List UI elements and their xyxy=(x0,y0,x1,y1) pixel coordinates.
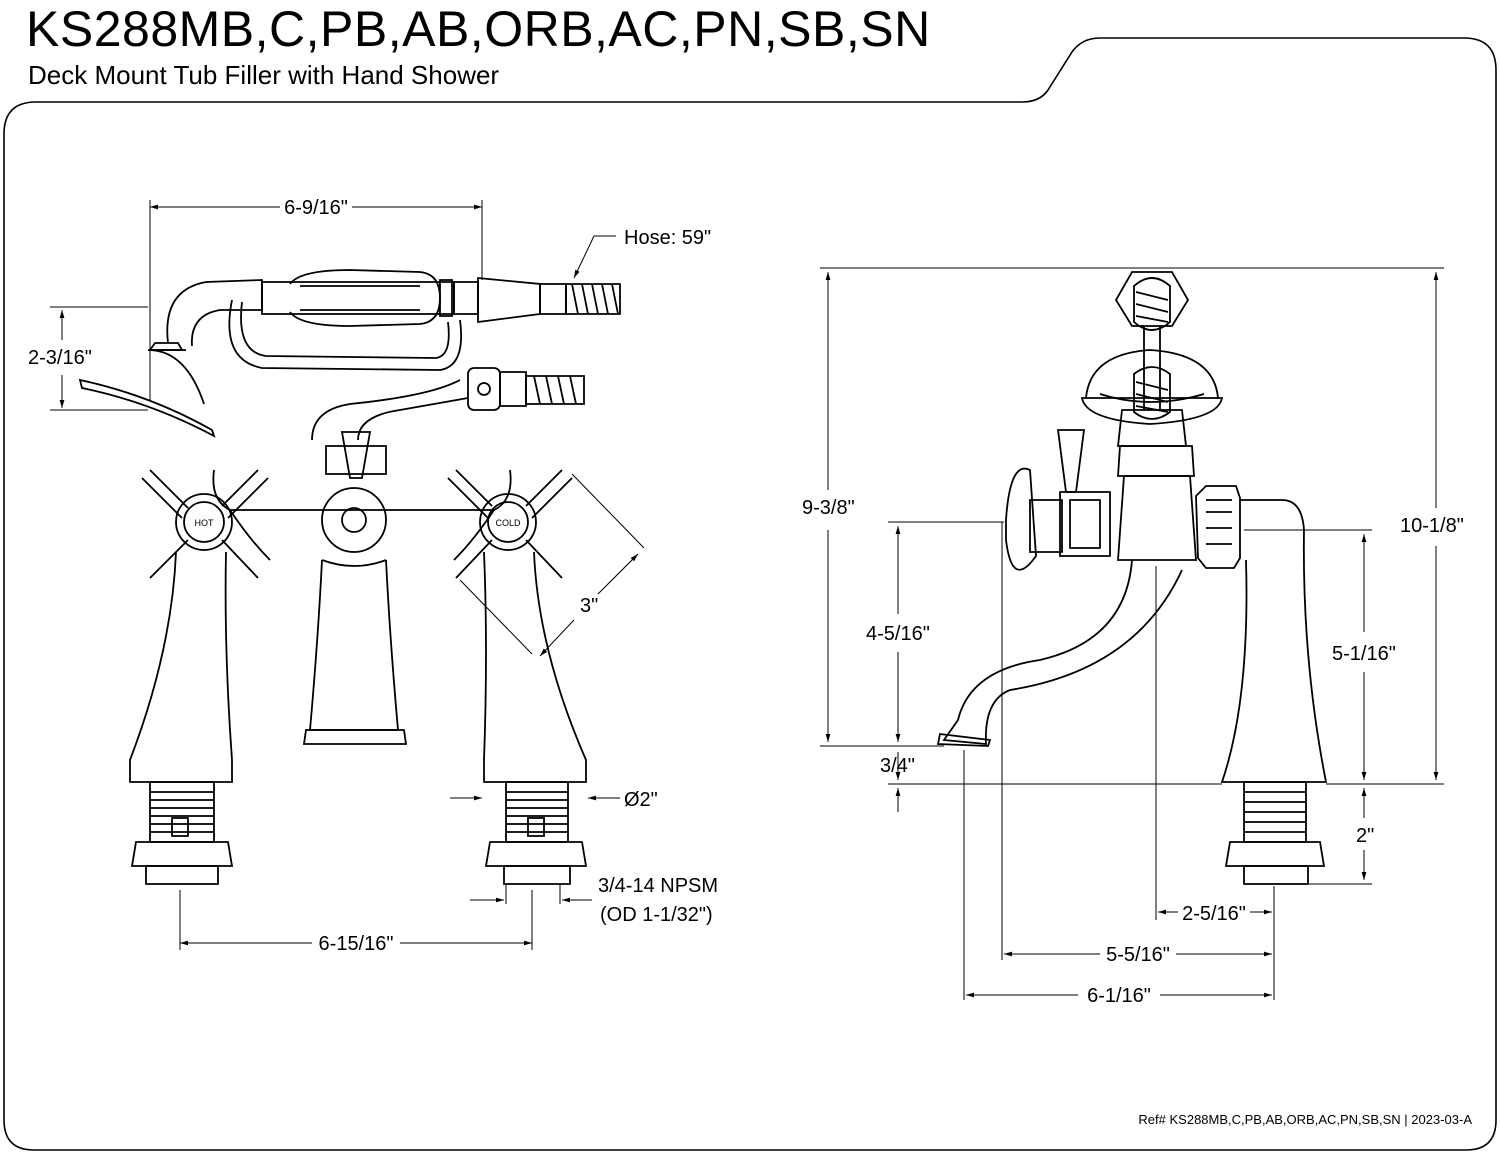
reference-code: Ref# KS288MB,C,PB,AB,ORB,AC,PN,SB,SN | 2… xyxy=(1138,1112,1472,1127)
hose-connector xyxy=(311,367,585,441)
dim-total-height-right: 10-1/8" xyxy=(1400,515,1464,537)
dim-handle-span: 3" xyxy=(580,595,598,617)
side-body xyxy=(936,429,1328,885)
dim-thread-od: (OD 1-1/32") xyxy=(600,904,713,926)
front-dimensions xyxy=(50,200,645,950)
dim-shank-diameter: Ø2" xyxy=(624,789,658,811)
hand-shower-head xyxy=(78,279,263,438)
side-dimensions xyxy=(820,267,1444,1000)
dim-thread-spec: 3/4-14 NPSM xyxy=(598,875,718,897)
dim-total-height-left: 9-3/8" xyxy=(802,497,855,519)
hot-cross-handle xyxy=(141,469,269,579)
handset-handle xyxy=(228,269,621,371)
right-leg xyxy=(483,551,588,885)
dim-spout-tip: 3/4" xyxy=(880,755,915,777)
dim-shank-length: 2" xyxy=(1356,825,1374,847)
page-title: KS288MB,C,PB,AB,ORB,AC,PN,SB,SN xyxy=(26,1,931,57)
diverter-lever xyxy=(325,431,387,479)
dim-depth-center: 2-5/16" xyxy=(1182,903,1246,925)
hot-label: HOT xyxy=(195,518,215,528)
dim-center-spread: 6-15/16" xyxy=(319,933,394,955)
cold-cross-handle xyxy=(447,469,573,579)
dim-shower-head-height: 2-3/16" xyxy=(28,347,92,369)
faucet-body xyxy=(212,469,512,745)
dim-hose: Hose: 59" xyxy=(624,227,711,249)
shower-holder xyxy=(1080,271,1224,447)
dim-width-top: 6-9/16" xyxy=(284,197,348,219)
page-frame xyxy=(3,37,1497,1151)
side-view xyxy=(936,271,1328,885)
left-leg xyxy=(129,551,234,885)
dim-spout-height: 4-5/16" xyxy=(866,623,930,645)
dim-depth-spout: 6-1/16" xyxy=(1087,985,1151,1007)
dim-depth-handle: 5-5/16" xyxy=(1106,944,1170,966)
dim-base-height: 5-1/16" xyxy=(1332,643,1396,665)
page-subtitle: Deck Mount Tub Filler with Hand Shower xyxy=(28,60,500,90)
cold-label: COLD xyxy=(495,518,521,528)
front-view xyxy=(78,269,621,885)
